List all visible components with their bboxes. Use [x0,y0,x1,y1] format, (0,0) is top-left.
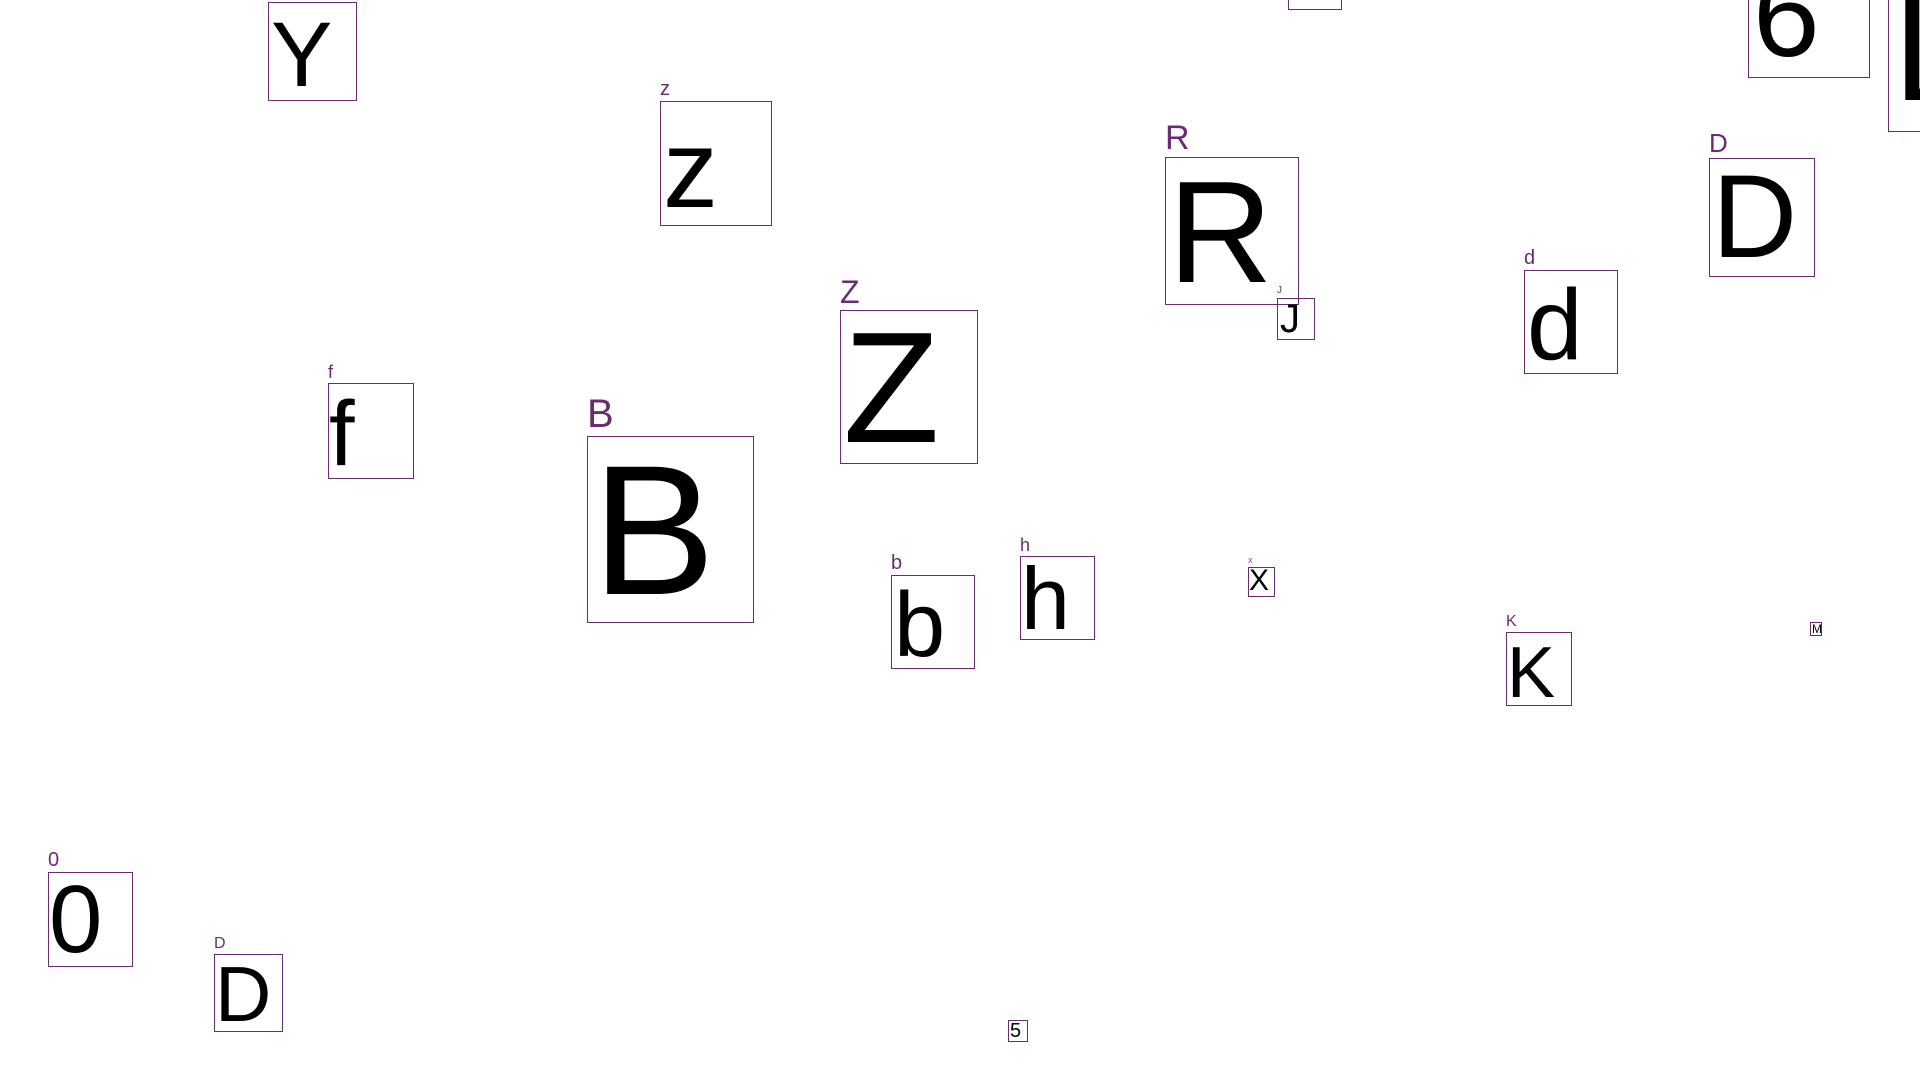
box-f: f [328,383,414,479]
box-K-tag-label: K [1506,613,1517,630]
box-h-glyph: h [1021,556,1070,640]
box-D-bottom-glyph: D [215,954,272,1032]
box-D-bottom-tag-label: D [214,935,226,952]
box-d-glyph: d [1527,270,1583,374]
box-Y-top: Y [268,2,357,101]
box-J-small-tag-label: J [1277,285,1282,296]
box-Z: Z [840,310,978,464]
box-X-small-glyph: X [1249,567,1270,597]
box-D-right: D [1709,158,1815,277]
box-z-lower-tag-label: z [660,78,670,100]
box-Z-glyph: Z [843,310,940,464]
box-z-lower-glyph: z [663,108,718,226]
box-B-tag-label: B [587,392,614,436]
box-J-small: J [1277,298,1315,340]
box-b: b [891,575,975,669]
box-D-right-glyph: D [1712,158,1798,277]
box-5-tiny-glyph: 5 [1010,1020,1022,1042]
box-K-glyph: K [1507,633,1556,706]
box-K: K [1506,632,1572,706]
box-z-lower: z [660,101,772,226]
box-f-tag-label: f [328,362,334,382]
box-b-glyph: b [894,575,946,669]
box-0-tag-label: 0 [48,849,60,871]
box-D-right-tag-label: D [1709,128,1728,158]
box-D-bottom: D [214,954,283,1032]
box-0: 0 [48,872,133,967]
box-M-tiny-glyph: M [1812,622,1822,636]
box-partial-top: J [1288,0,1342,10]
box-b-tag-label: b [891,552,903,574]
box-R-glyph: R [1168,157,1273,305]
box-h-tag-label: h [1020,535,1031,555]
box-J-small-glyph: J [1280,298,1300,340]
box-h: h [1020,556,1095,640]
box-X-small-tag-label: X [1248,558,1253,565]
box-d-tag-label: d [1524,247,1536,269]
box-X-small: X [1248,567,1275,597]
box-M-tiny: M [1810,622,1822,636]
box-5-tiny: 5 [1008,1020,1028,1042]
box-B: B [587,436,754,623]
box-L-edge: L [1888,0,1920,132]
box-f-glyph: f [329,383,355,479]
box-Z-tag-label: Z [840,274,860,310]
box-0-glyph: 0 [49,872,103,967]
box-6-top-right-glyph: 6 [1753,0,1820,78]
box-Y-top-glyph: Y [271,4,333,101]
box-6-top-right: 6 [1748,0,1870,78]
box-R: R [1165,157,1299,305]
box-partial-top-glyph: J [1297,0,1316,3]
box-B-glyph: B [592,436,716,623]
box-L-edge-glyph: L [1893,0,1920,123]
box-R-tag-label: R [1165,119,1190,157]
box-d: d [1524,270,1618,374]
